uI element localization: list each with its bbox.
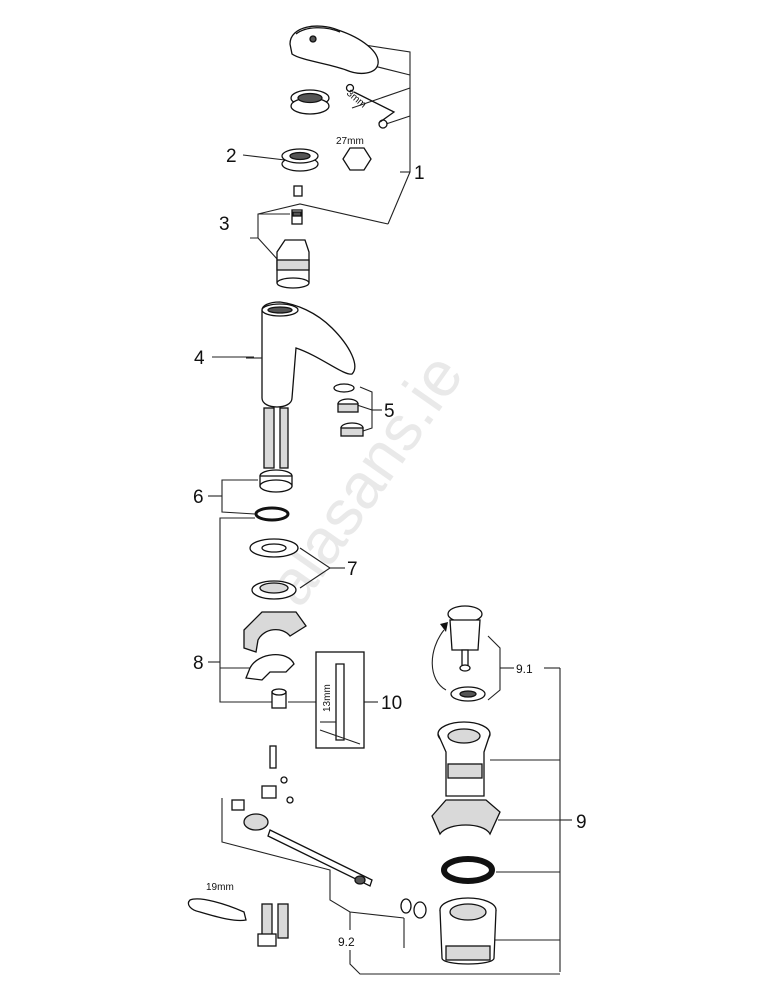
base-washer xyxy=(249,538,299,558)
ball-joint-nut xyxy=(243,813,269,831)
waste-flange xyxy=(437,721,491,797)
callout-10: 10 xyxy=(381,693,402,714)
cartridge-nut xyxy=(281,148,319,172)
pivot-washer xyxy=(400,898,427,919)
faucet-body xyxy=(246,301,356,408)
cartridge-body xyxy=(276,239,310,289)
waste-body xyxy=(439,897,497,965)
callout-5: 5 xyxy=(384,401,395,422)
mounting-tool xyxy=(315,651,365,749)
handle-screw xyxy=(345,83,388,129)
fixing-nut xyxy=(271,688,287,709)
aerator-set xyxy=(333,383,364,437)
threaded-ring xyxy=(259,469,293,493)
callout-1: 1 xyxy=(414,163,425,184)
plug-seal xyxy=(450,686,486,702)
callout-6: 6 xyxy=(193,487,204,508)
callout-3: 3 xyxy=(219,214,230,235)
hex-nut-icon xyxy=(342,147,372,171)
spanner-wrench xyxy=(187,898,247,922)
waste-seal xyxy=(441,856,495,884)
pull-rod-clamp xyxy=(231,776,294,811)
fixing-bracket xyxy=(245,654,295,681)
lever-handle xyxy=(289,25,379,75)
callout-2: 2 xyxy=(226,146,237,167)
hex-key xyxy=(353,91,396,123)
nut-size-label: 27mm xyxy=(336,136,364,147)
callout-7: 7 xyxy=(347,559,358,580)
rotation-arrow xyxy=(431,622,448,691)
handle-cap-ring xyxy=(290,89,330,115)
callout-9-1: 9.1 xyxy=(516,662,533,676)
hex-key-size-label: 3mm xyxy=(344,88,368,111)
cartridge-screw xyxy=(293,185,303,197)
callout-9: 9 xyxy=(576,812,587,833)
base-gasket xyxy=(251,580,297,600)
callout-4: 4 xyxy=(194,348,205,369)
popup-plug xyxy=(447,605,483,672)
basin-section xyxy=(431,799,501,836)
cartridge-spindle xyxy=(291,209,303,225)
countertop-section xyxy=(243,611,307,653)
pivot-rod xyxy=(267,829,373,887)
tool-size-label: 13mm xyxy=(322,684,333,712)
wrench-size-label: 19mm xyxy=(206,882,234,893)
hose-connectors xyxy=(257,903,289,947)
o-ring xyxy=(254,506,290,522)
flexible-hoses xyxy=(263,407,289,469)
callout-8: 8 xyxy=(193,653,204,674)
threaded-rod xyxy=(269,745,277,769)
callout-9-2: 9.2 xyxy=(338,935,355,949)
